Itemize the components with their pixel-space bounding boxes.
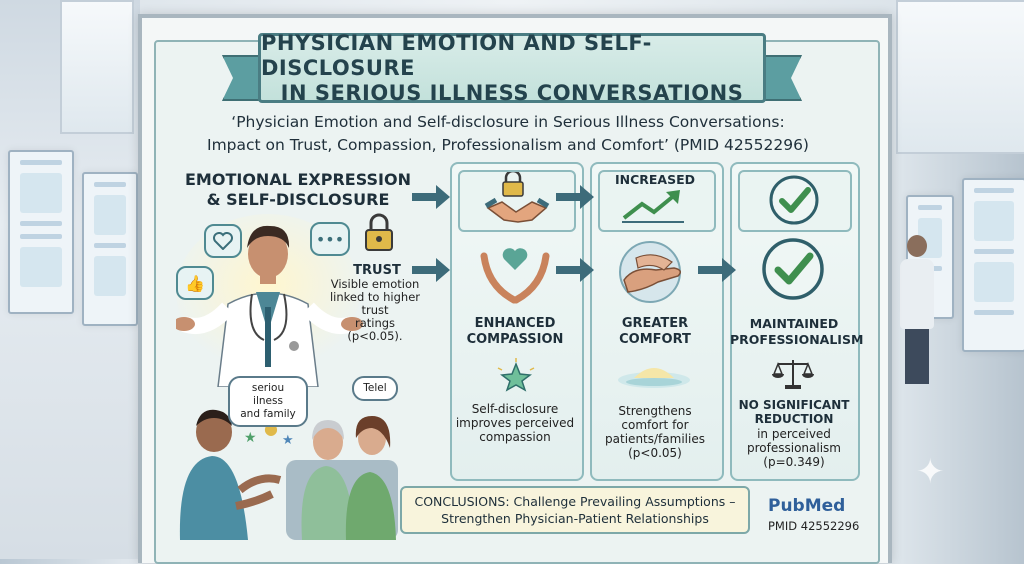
svg-text:★: ★	[244, 430, 257, 446]
trust-text-3: trust	[361, 303, 389, 317]
bubble-text-2: and family	[240, 408, 296, 420]
speech-bubble-tell: Telel	[352, 376, 398, 401]
thumbs-up-icon: 👍	[176, 266, 214, 300]
background-poster-left	[8, 150, 74, 314]
sparkle-icon: ✦	[916, 452, 945, 492]
comfort-text-2: comfort for	[621, 418, 689, 432]
conclusion-line1: CONCLUSIONS: Challenge Prevailing Assump…	[414, 494, 736, 509]
bubble-text-1: seriou ilness	[251, 382, 285, 407]
trust-text-4: ratings	[354, 316, 396, 330]
conversation-illustration: ★ ● ★	[179, 409, 398, 540]
comfort-title: GREATER COMFORT	[592, 316, 718, 348]
arrow-right-icon	[556, 258, 594, 282]
trust-description: Visible emotion linked to higher trust r…	[326, 278, 424, 343]
title-banner: PHYSICIAN EMOTION AND SELF-DISCLOSURE IN…	[258, 30, 766, 105]
compassion-title-line2: COMPASSION	[466, 332, 564, 347]
pubmed-logo: PubMed	[768, 496, 846, 516]
trust-text-5: (p<0.05).	[347, 329, 403, 343]
nosig-line1: NO SIGNIFICANT	[738, 398, 850, 412]
check-circle-icon	[769, 175, 819, 225]
comfort-description: Strengthens comfort for patients/familie…	[592, 404, 718, 460]
banner-title-line2: IN SERIOUS ILLNESS CONVERSATIONS	[280, 80, 744, 105]
comfort-text-1: Strengthens	[618, 404, 692, 418]
comfort-text-3: patients/families	[605, 432, 705, 446]
comfort-text-4: (p<0.05)	[628, 446, 682, 460]
professionalism-title-line2: PROFESSIONALISM	[730, 332, 864, 347]
arrow-right-icon	[412, 185, 450, 209]
conclusion-box: CONCLUSIONS: Challenge Prevailing Assump…	[400, 486, 750, 534]
comfort-title-line2: COMFORT	[619, 332, 691, 347]
heading-line1: EMOTIONAL EXPRESSION	[185, 170, 411, 189]
professionalism-text-2: professionalism	[747, 441, 841, 455]
chat-bubble-icon: •••	[310, 222, 350, 256]
handshake-icon	[484, 172, 550, 223]
no-significant-reduction: NO SIGNIFICANT REDUCTION	[730, 398, 858, 426]
emotional-expression-heading: EMOTIONAL EXPRESSION & SELF-DISCLOSURE	[178, 170, 418, 210]
hallway-window	[60, 0, 134, 134]
arrow-right-icon	[412, 258, 450, 282]
subtitle-line2: Impact on Trust, Compassion, Professiona…	[207, 136, 809, 154]
heart-bubble-icon	[204, 224, 242, 258]
increased-header: INCREASED	[614, 172, 696, 187]
compassion-title-line1: ENHANCED	[474, 316, 556, 331]
compassion-text-3: compassion	[479, 430, 551, 444]
study-subtitle: ‘Physician Emotion and Self-disclosure i…	[178, 111, 838, 157]
professionalism-title: MAINTAINED PROFESSIONALISM	[730, 316, 864, 348]
arrow-right-icon	[698, 258, 736, 282]
bubble2-text: Telel	[363, 382, 387, 394]
nosig-line2: REDUCTION	[754, 412, 834, 426]
pmid-label: PMID 42552296	[768, 519, 860, 533]
trust-text-1: Visible emotion	[330, 277, 420, 291]
professionalism-description: in perceived professionalism (p=0.349)	[730, 427, 858, 469]
heading-line2: & SELF-DISCLOSURE	[206, 190, 390, 209]
lock-icon	[365, 213, 393, 251]
professionalism-text-1: in perceived	[757, 427, 831, 441]
check-circle-icon	[762, 238, 824, 300]
compassion-title: ENHANCED COMPASSION	[452, 316, 578, 348]
svg-text:★: ★	[282, 433, 294, 448]
conclusion-line2: Strengthen Physician-Patient Relationshi…	[441, 511, 709, 526]
compassion-text-2: improves perceived	[455, 416, 575, 430]
trend-up-icon	[622, 190, 684, 223]
subtitle-line1: ‘Physician Emotion and Self-disclosure i…	[231, 113, 785, 131]
banner-title-line1: PHYSICIAN EMOTION AND SELF-DISCLOSURE	[261, 30, 652, 80]
compassion-text-1: Self-disclosure	[471, 402, 559, 416]
background-poster-right	[962, 178, 1024, 352]
heart-hands-icon	[480, 248, 550, 304]
star-icon	[497, 358, 535, 392]
background-person	[900, 235, 934, 385]
professionalism-text-3: (p=0.349)	[763, 455, 825, 469]
comfort-title-line1: GREATER	[621, 316, 689, 331]
hallway-window-right	[896, 0, 1024, 154]
sunrise-icon	[618, 368, 690, 388]
professionalism-title-line1: MAINTAINED	[749, 316, 839, 331]
trust-text-2: linked to higher	[329, 290, 421, 304]
speech-bubble-illness: seriou ilness and family	[228, 376, 308, 427]
comfort-hand-icon	[619, 241, 681, 303]
background-poster-left-2	[82, 172, 138, 326]
trust-title: TRUST	[353, 263, 401, 278]
compassion-description: Self-disclosure improves perceived compa…	[452, 402, 578, 444]
arrow-right-icon	[556, 185, 594, 209]
scale-icon	[772, 360, 814, 389]
